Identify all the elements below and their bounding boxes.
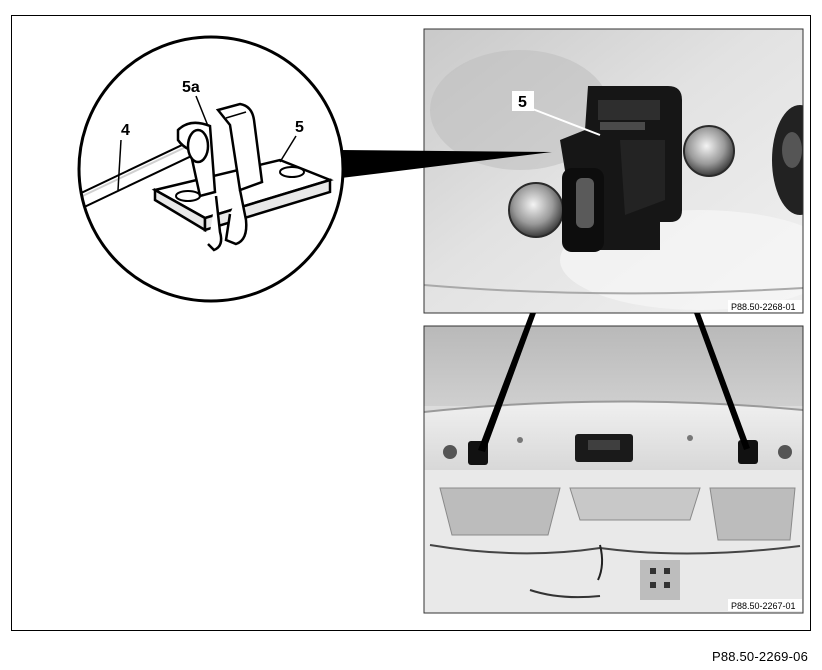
detail-photo: 5 P88.50-2268-01 <box>424 29 803 313</box>
callout-5-label: 5 <box>518 94 527 111</box>
figure-frame <box>11 15 811 631</box>
label-4: 4 <box>121 122 130 139</box>
overview-photo: P88.50-2267-01 <box>424 326 803 613</box>
label-4-leader <box>117 139 122 191</box>
pointer-right-bracket <box>694 313 750 450</box>
inset-pointer-wedge <box>340 150 552 178</box>
overview-photo-ref: P88.50-2267-01 <box>731 601 796 611</box>
callout-5-leader <box>529 107 601 136</box>
figure-reference: P88.50-2269-06 <box>711 649 808 664</box>
label-5a: 5a <box>182 79 200 96</box>
label-5: 5 <box>295 119 304 136</box>
inset-circle-border <box>77 35 345 303</box>
label-5-leader <box>279 135 297 163</box>
bolt-left <box>508 182 564 238</box>
bracket-part <box>560 86 682 252</box>
callout-5-box <box>512 91 534 111</box>
detail-photo-ref: P88.50-2268-01 <box>731 302 796 312</box>
bolt-right <box>683 125 735 177</box>
pointer-left-bracket <box>478 313 536 452</box>
inset-drawing: 4 5a 5 <box>77 35 345 303</box>
label-5a-leader <box>195 95 209 127</box>
